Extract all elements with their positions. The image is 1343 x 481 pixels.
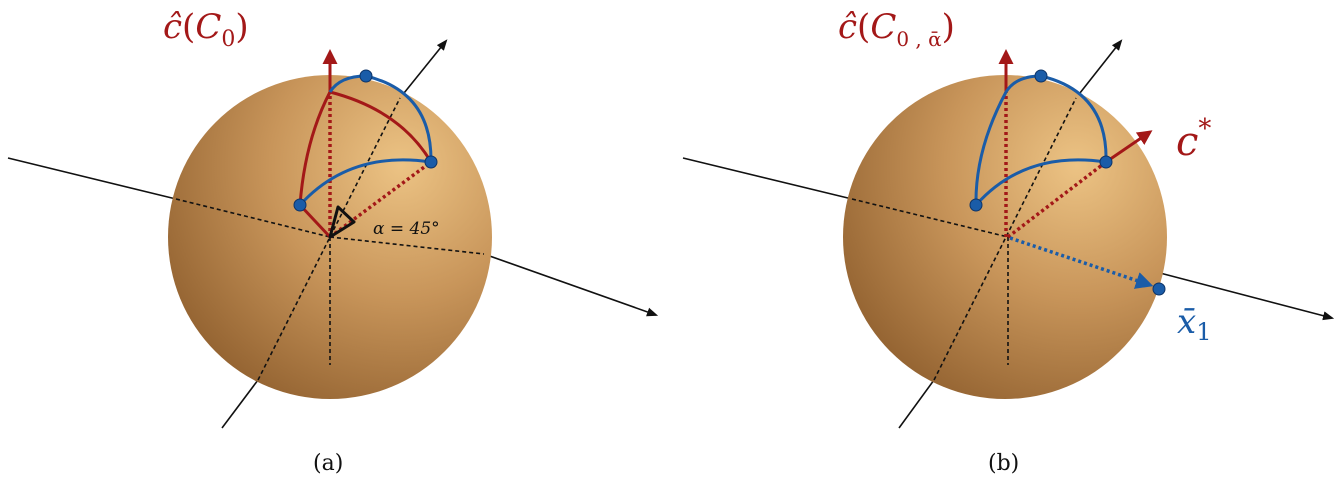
red-curve-right bbox=[329, 90, 433, 163]
point-left bbox=[293, 198, 307, 212]
title-b: ĉ(C0 , ᾱ) bbox=[838, 7, 955, 51]
axis-x-dashed bbox=[175, 198, 331, 238]
xbar-arrow bbox=[1009, 236, 1154, 289]
red-dotted-diagonal-b bbox=[1006, 160, 1108, 239]
axis-diag-back-bottom bbox=[221, 379, 259, 429]
xbar-label: x̄1 bbox=[1177, 302, 1211, 346]
axis-diag-dashed-b bbox=[933, 97, 1077, 381]
axis-x-dashed-b bbox=[851, 198, 1009, 238]
axis-x-dashed-right bbox=[329, 236, 485, 255]
red-dotted-diagonal bbox=[328, 160, 433, 239]
blue-curve-right-b bbox=[1040, 74, 1108, 163]
blue-curve-right bbox=[365, 74, 433, 163]
point-top bbox=[359, 69, 373, 83]
axis-diag-dashed bbox=[257, 97, 401, 381]
axis-diag-back-bottom-b bbox=[898, 379, 935, 429]
axis-up-front bbox=[399, 39, 448, 99]
cstar-arrow bbox=[1105, 130, 1153, 164]
axis-up-front-b bbox=[1075, 39, 1123, 99]
axis-diag-back-top bbox=[483, 253, 659, 317]
red-line-bottom bbox=[298, 203, 332, 239]
point-xbar bbox=[1152, 282, 1166, 296]
angle-wedge bbox=[328, 205, 356, 239]
point-right-b bbox=[1099, 155, 1113, 169]
blue-curve-bottom-b bbox=[974, 158, 1107, 206]
panel-a: ĉ(C0) α = 45° (a) bbox=[7, 7, 659, 476]
blue-curve-left-b bbox=[974, 91, 1008, 206]
axis-diag-back-top-b bbox=[1159, 272, 1335, 321]
axis-x-back-left-b bbox=[682, 157, 853, 200]
caption-b: (b) bbox=[988, 451, 1019, 476]
panel-b: ĉ(C0 , ᾱ) c* x̄1 (b) bbox=[682, 7, 1335, 476]
point-left-b bbox=[969, 198, 983, 212]
point-top-b bbox=[1034, 69, 1048, 83]
axis-x-back-left bbox=[7, 157, 177, 200]
cstar-label: c* bbox=[1176, 114, 1211, 165]
blue-curve-bottom bbox=[298, 158, 432, 207]
red-curve-left bbox=[298, 91, 332, 206]
caption-a: (a) bbox=[313, 451, 343, 476]
angle-label: α = 45° bbox=[373, 219, 440, 239]
title-a: ĉ(C0) bbox=[163, 7, 249, 52]
point-right bbox=[424, 155, 438, 169]
